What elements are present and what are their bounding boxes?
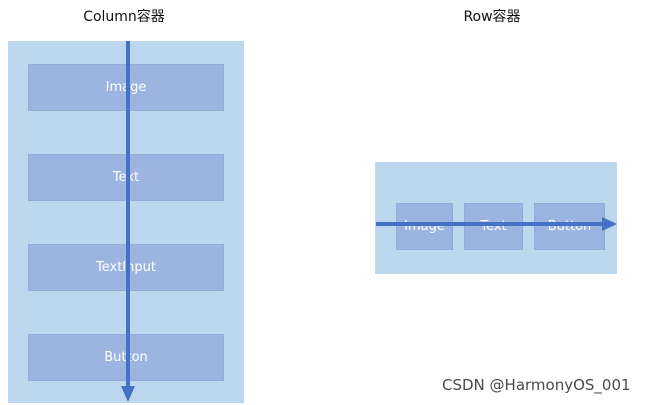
column-title: Column容器 xyxy=(83,9,165,25)
column-child-text: Text xyxy=(28,154,224,201)
row-title: Row容器 xyxy=(463,9,521,25)
column-container: Image Text TextInput Button xyxy=(8,41,244,403)
column-child-button: Button xyxy=(28,334,224,381)
watermark: CSDN @HarmonyOS_001 xyxy=(442,376,631,394)
row-child-image: Image xyxy=(396,203,453,250)
column-child-image: Image xyxy=(28,64,224,111)
column-child-textinput: TextInput xyxy=(28,244,224,291)
row-child-button: Button xyxy=(534,203,605,250)
row-child-text: Text xyxy=(464,203,523,250)
row-container: Image Text Button xyxy=(375,162,617,274)
